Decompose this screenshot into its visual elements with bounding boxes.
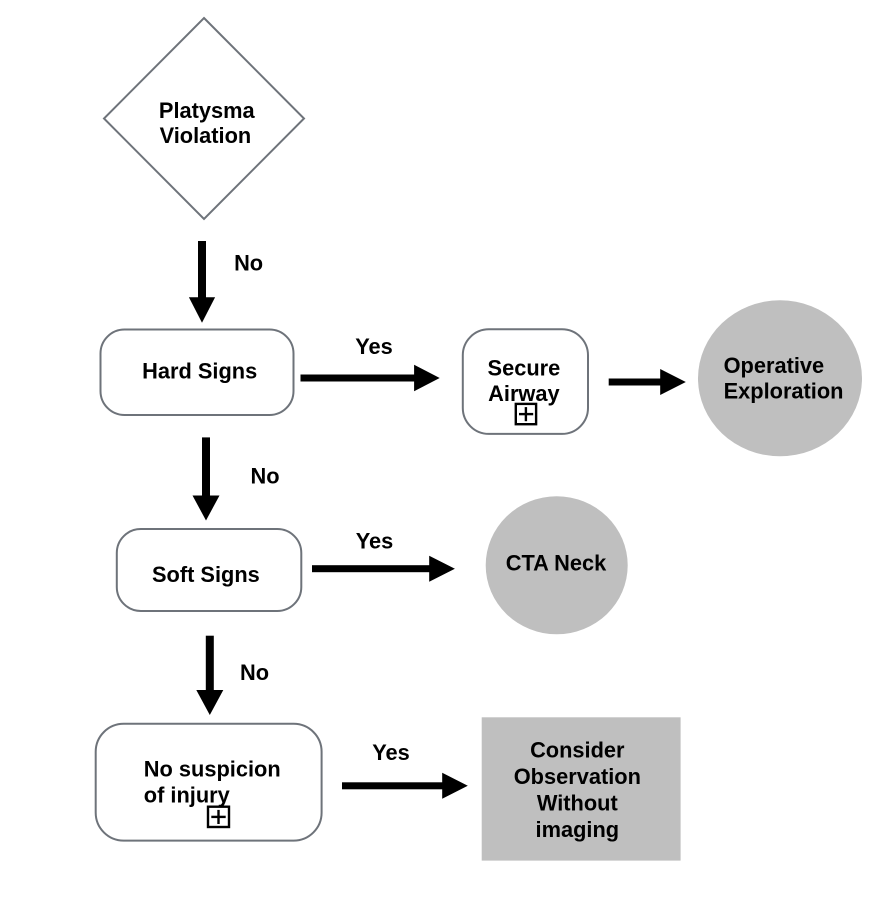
svg-text:CTA Neck: CTA Neck: [506, 551, 607, 576]
svg-text:Consider: Consider: [530, 738, 625, 763]
svg-text:Hard Signs: Hard Signs: [142, 358, 257, 383]
svg-text:Without: Without: [537, 791, 618, 816]
svg-text:Violation: Violation: [160, 123, 252, 148]
svg-text:No suspicion: No suspicion: [144, 757, 281, 782]
svg-text:imaging: imaging: [536, 817, 620, 842]
svg-text:No: No: [234, 251, 263, 276]
svg-text:Yes: Yes: [355, 334, 393, 359]
svg-text:Observation: Observation: [514, 764, 641, 789]
svg-text:Yes: Yes: [372, 740, 410, 765]
svg-text:Exploration: Exploration: [724, 379, 844, 404]
svg-text:No: No: [240, 660, 269, 685]
svg-text:Platysma: Platysma: [159, 98, 256, 123]
svg-text:Operative: Operative: [724, 353, 825, 378]
svg-text:of injury: of injury: [144, 782, 230, 807]
svg-text:Airway: Airway: [488, 381, 559, 406]
svg-text:Yes: Yes: [356, 529, 394, 554]
svg-text:No: No: [250, 464, 279, 489]
svg-text:Soft Signs: Soft Signs: [152, 562, 260, 587]
svg-text:Secure: Secure: [488, 356, 561, 381]
